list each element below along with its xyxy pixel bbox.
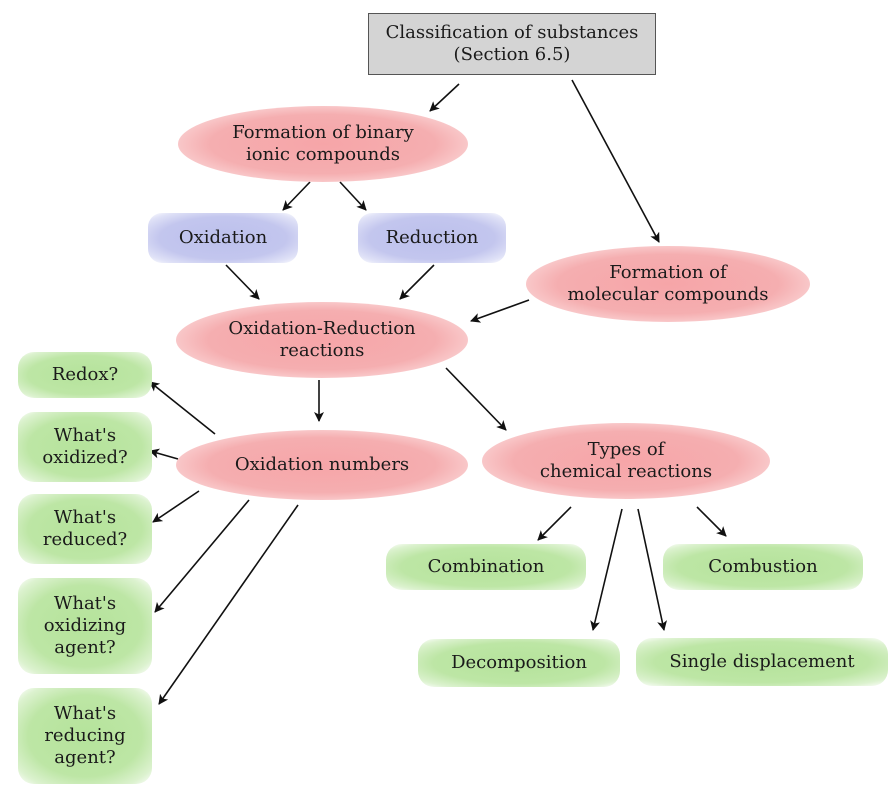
arrow-oxidation-numbers-to-reduced-question — [152, 490, 200, 523]
arrow-types-to-single-displacement — [637, 508, 667, 631]
arrow-types-to-combustion — [696, 506, 727, 537]
node-oxidation-reduction-reactions: Oxidation-Reduction reactions — [176, 302, 468, 378]
node-reduction: Reduction — [358, 213, 506, 263]
node-question-whats-reducing-agent: What's reducing agent? — [18, 688, 152, 784]
arrow-binary-ionic-to-oxidation — [282, 181, 311, 211]
node-oxidation-numbers: Oxidation numbers — [176, 430, 468, 500]
node-question-whats-reduced: What's reduced? — [18, 494, 152, 564]
node-question-redox: Redox? — [18, 352, 152, 398]
node-types-of-chemical-reactions: Types of chemical reactions — [482, 423, 770, 499]
arrow-oxidation-numbers-to-redox-question — [149, 381, 216, 435]
node-classification-of-substances: Classification of substances (Section 6.… — [368, 13, 656, 75]
arrow-oxidation-numbers-to-oxidizing-agent-question — [154, 499, 250, 613]
node-decomposition: Decomposition — [418, 639, 620, 687]
node-formation-of-molecular-compounds: Formation of molecular compounds — [526, 246, 810, 322]
arrow-oxidation-to-redox-reactions — [225, 264, 260, 300]
node-combustion: Combustion — [663, 544, 863, 590]
arrow-redox-reactions-to-types — [445, 367, 507, 431]
arrow-reduction-to-redox-reactions — [399, 264, 435, 300]
arrow-oxidation-numbers-to-oxidized-question — [149, 448, 179, 460]
arrow-classification-to-binary-ionic — [429, 83, 460, 112]
arrow-types-to-decomposition — [590, 508, 623, 631]
node-formation-of-binary-ionic-compounds: Formation of binary ionic compounds — [178, 106, 468, 182]
arrow-classification-to-molecular — [571, 79, 660, 243]
arrow-oxidation-numbers-to-reducing-agent-question — [158, 504, 299, 705]
node-combination: Combination — [386, 544, 586, 590]
arrow-types-to-combination — [537, 506, 572, 541]
arrow-binary-ionic-to-reduction — [339, 181, 367, 211]
node-oxidation: Oxidation — [148, 213, 298, 263]
node-single-displacement: Single displacement — [636, 638, 888, 686]
arrow-molecular-to-redox-reactions — [470, 299, 530, 323]
node-question-whats-oxidizing-agent: What's oxidizing agent? — [18, 578, 152, 674]
node-question-whats-oxidized: What's oxidized? — [18, 412, 152, 482]
